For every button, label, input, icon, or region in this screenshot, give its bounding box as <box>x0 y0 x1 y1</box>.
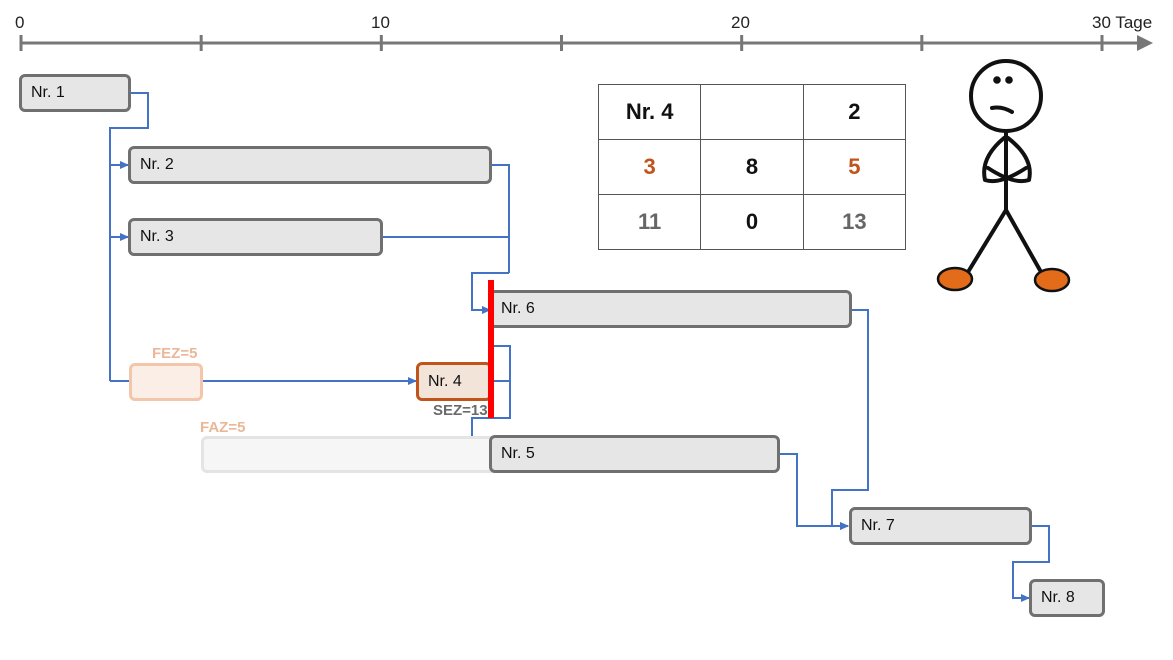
activity-label: Nr. 3 <box>140 228 174 245</box>
axis-arrowhead <box>1137 35 1153 51</box>
activity-bar-nr1: Nr. 1 <box>19 74 131 112</box>
activity-label: Nr. 1 <box>31 84 65 101</box>
activity-bar-nr5: Nr. 5 <box>489 435 780 473</box>
node-cell-empty <box>700 84 804 140</box>
node-cell-fp: 0 <box>700 194 804 250</box>
axis-tick-label: 10 <box>371 13 390 32</box>
node-cell-name: Nr. 4 <box>597 84 702 140</box>
figure-mouth <box>990 105 1014 114</box>
activity-bar-nr8: Nr. 8 <box>1029 579 1105 617</box>
activity-label: Nr. 7 <box>861 517 895 534</box>
link-nr2-out <box>492 164 510 273</box>
figure-leg-right <box>1004 208 1043 274</box>
stick-figure-illustration <box>936 59 1071 293</box>
faz-annotation: FAZ=5 <box>200 419 246 436</box>
node-cell-saz: 11 <box>597 194 702 250</box>
activity-bar-nr4: Nr. 4 <box>416 362 492 401</box>
activity-node-table: Nr. 4 2 3 8 5 11 0 13 <box>597 84 907 250</box>
figure-shoe-right <box>1033 267 1071 293</box>
activity-bar-nr6: Nr. 6 <box>489 290 852 328</box>
figure-eye-left <box>993 76 1001 84</box>
node-cell-gp: 8 <box>700 139 804 195</box>
node-cell-sez: 13 <box>802 194 907 250</box>
node-cell-faz: 3 <box>597 139 702 195</box>
activity-label: Nr. 4 <box>428 372 462 390</box>
link-nr6-out <box>831 309 869 530</box>
figure-arm-left <box>982 136 1028 184</box>
fez-annotation: FEZ=5 <box>152 345 198 362</box>
activity-label: Nr. 2 <box>140 156 174 173</box>
axis-tick-label: 0 <box>15 13 25 32</box>
node-cell-duration: 2 <box>802 84 907 140</box>
figure-head <box>969 59 1043 133</box>
ghost-bar-nr4-earliest <box>129 363 203 401</box>
figure-leg-left <box>966 208 1008 274</box>
ghost-bar-nr5-earliest <box>201 436 501 473</box>
activity-label: Nr. 5 <box>501 445 535 462</box>
sez-annotation: SEZ=13 <box>433 402 488 419</box>
link-merge-to-nr6 <box>471 272 509 314</box>
activity-label: Nr. 6 <box>501 300 535 317</box>
time-axis <box>19 35 1153 51</box>
link-nr5-out <box>779 453 849 530</box>
axis-tick-label: 20 <box>731 13 750 32</box>
link-nr7-out <box>1012 525 1050 602</box>
activity-bar-nr7: Nr. 7 <box>849 507 1032 545</box>
figure-shoe-left <box>936 266 974 292</box>
activity-bar-nr2: Nr. 2 <box>128 146 492 184</box>
link-nr1-out <box>109 92 149 381</box>
figure-arm-right <box>986 136 1032 184</box>
activity-label: Nr. 8 <box>1041 589 1075 606</box>
figure-eye-right <box>1005 76 1013 84</box>
axis-tick-label: 30 Tage <box>1092 13 1153 32</box>
activity-bar-nr3: Nr. 3 <box>128 218 383 256</box>
critical-deadline-marker <box>488 280 494 418</box>
node-cell-fez: 5 <box>802 139 907 195</box>
